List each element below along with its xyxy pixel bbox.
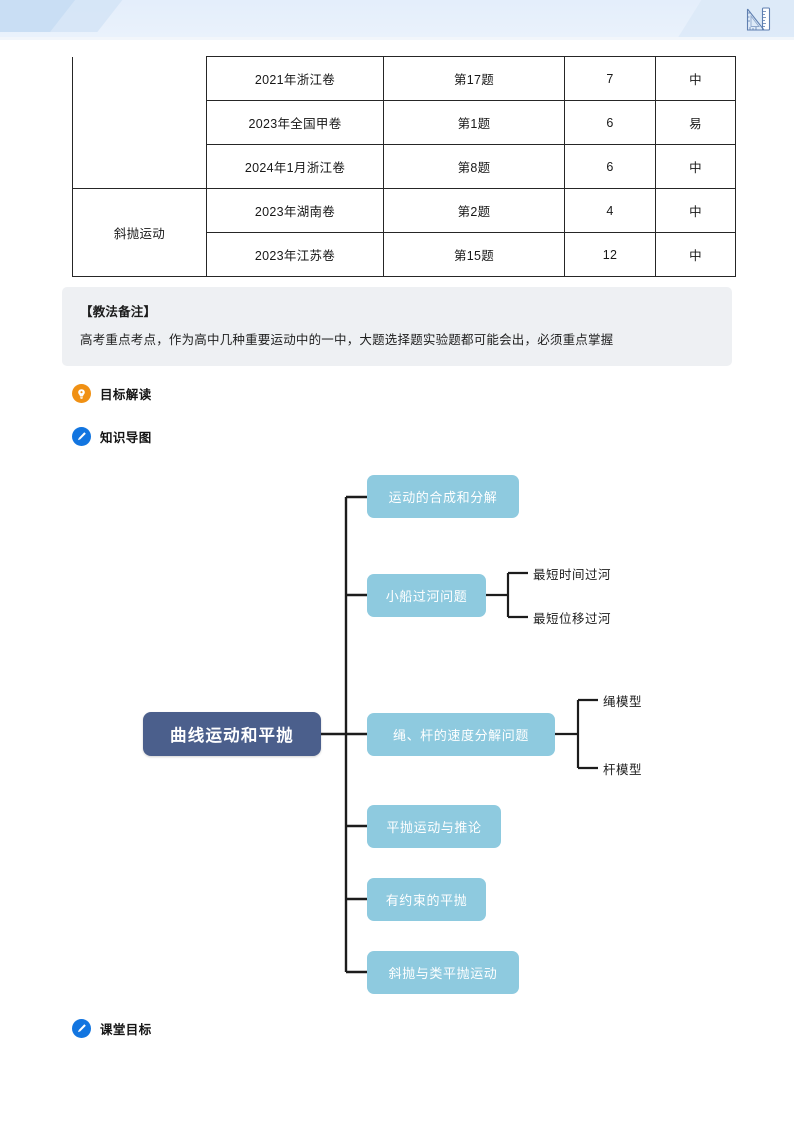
exam-reference-table: 2021年浙江卷 第17题 7 中 2023年全国甲卷 第1题 6 易 2024… xyxy=(72,56,736,277)
mindmap-leaf-rod-model[interactable]: 杆模型 xyxy=(603,763,643,777)
score-cell: 4 xyxy=(564,188,656,233)
mindmap-connectors xyxy=(321,495,598,974)
ruler-set-square-icon xyxy=(744,5,772,33)
question-no-cell: 第2题 xyxy=(383,188,565,233)
mindmap-leaf-shortest-displacement[interactable]: 最短位移过河 xyxy=(533,612,612,626)
lightbulb-icon xyxy=(72,384,91,403)
score-cell: 6 xyxy=(564,100,656,145)
question-no-cell: 第15题 xyxy=(383,232,565,277)
mindmap-branch-node-3[interactable]: 绳、杆的速度分解问题 xyxy=(367,713,555,756)
mindmap-leaf-shortest-time[interactable]: 最短时间过河 xyxy=(533,568,612,582)
mindmap-branch-node-1[interactable]: 运动的合成和分解 xyxy=(367,475,519,518)
table-row: 2023年全国甲卷 第1题 6 易 xyxy=(73,100,736,145)
mindmap-branch-node-5[interactable]: 有约束的平抛 xyxy=(367,878,486,921)
header-decoration-shape xyxy=(675,0,794,37)
table-row: 2021年浙江卷 第17题 7 中 xyxy=(72,56,736,189)
mindmap-branch-node-2[interactable]: 小船过河问题 xyxy=(367,574,486,617)
section-header-goal[interactable]: 目标解读 xyxy=(72,384,152,403)
teaching-note-box: 【教法备注】 高考重点考点，作为高中几种重要运动中的一中，大题选择题实验题都可能… xyxy=(62,287,732,366)
section-label-knowledge-map: 知识导图 xyxy=(100,431,152,445)
mindmap-branch-node-4[interactable]: 平抛运动与推论 xyxy=(367,805,501,848)
section-label-class-goal: 课堂目标 xyxy=(100,1023,152,1037)
pencil-icon xyxy=(72,1019,91,1038)
difficulty-cell: 中 xyxy=(655,188,736,233)
score-cell: 6 xyxy=(564,144,656,189)
section-header-class-goal[interactable]: 课堂目标 xyxy=(72,1019,152,1038)
teaching-note-title: 【教法备注】 xyxy=(80,305,157,319)
table-row: 2024年1月浙江卷 第8题 6 中 xyxy=(73,144,736,189)
exam-paper-cell: 2023年湖南卷 xyxy=(206,188,384,233)
score-cell: 12 xyxy=(564,232,656,277)
exam-paper-cell: 2021年浙江卷 xyxy=(206,56,384,101)
page-header-band xyxy=(0,0,794,37)
mindmap-root-node[interactable]: 曲线运动和平抛 xyxy=(143,712,321,756)
section-label-goal: 目标解读 xyxy=(100,388,152,402)
difficulty-cell: 中 xyxy=(655,232,736,277)
header-underline xyxy=(0,37,794,40)
score-cell: 7 xyxy=(564,56,656,101)
pencil-icon xyxy=(72,427,91,446)
knowledge-point-cell: 斜抛运动 xyxy=(72,188,207,277)
question-no-cell: 第8题 xyxy=(383,144,565,189)
knowledge-mindmap: 曲线运动和平抛 运动的合成和分解 小船过河问题 绳、杆的速度分解问题 平抛运动与… xyxy=(0,455,794,1000)
section-header-knowledge-map[interactable]: 知识导图 xyxy=(72,427,152,446)
exam-paper-cell: 2024年1月浙江卷 xyxy=(206,144,384,189)
exam-paper-cell: 2023年全国甲卷 xyxy=(206,100,384,145)
question-no-cell: 第1题 xyxy=(383,100,565,145)
table-row: 2023年江苏卷 第15题 12 中 xyxy=(73,232,736,277)
exam-paper-cell: 2023年江苏卷 xyxy=(206,232,384,277)
knowledge-point-cell-empty xyxy=(72,56,207,189)
mindmap-branch-node-6[interactable]: 斜抛与类平抛运动 xyxy=(367,951,519,994)
difficulty-cell: 中 xyxy=(655,144,736,189)
question-no-cell: 第17题 xyxy=(383,56,565,101)
mindmap-leaf-rope-model[interactable]: 绳模型 xyxy=(603,695,643,709)
table-row: 斜抛运动 2023年湖南卷 第2题 4 中 xyxy=(72,188,736,277)
difficulty-cell: 中 xyxy=(655,56,736,101)
difficulty-cell: 易 xyxy=(655,100,736,145)
teaching-note-text: 高考重点考点，作为高中几种重要运动中的一中，大题选择题实验题都可能会出，必须重点… xyxy=(80,333,614,347)
